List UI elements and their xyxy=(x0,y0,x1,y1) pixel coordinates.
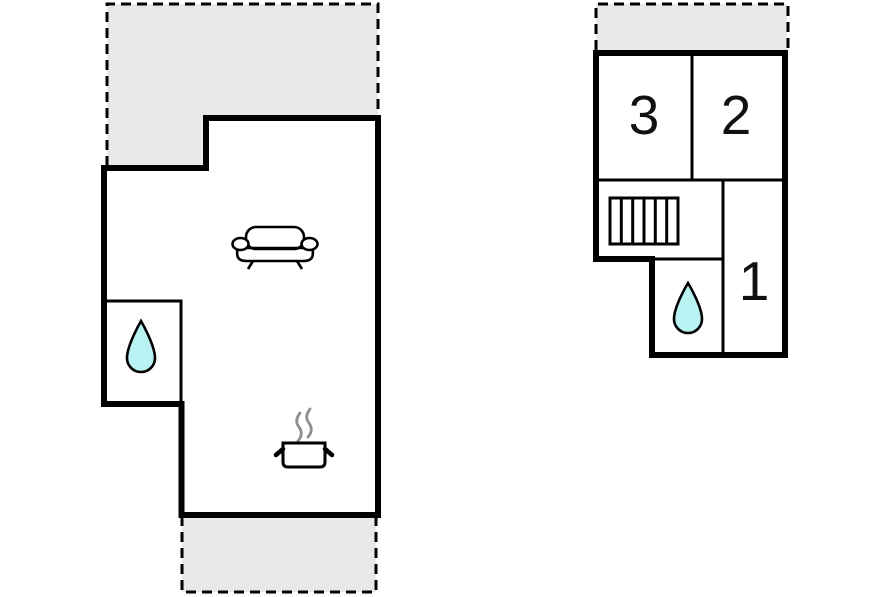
steam-icon xyxy=(295,411,303,443)
terrace-top-area xyxy=(107,4,378,165)
sofa-armrest-left xyxy=(231,236,250,252)
room-label-3: 3 xyxy=(629,84,660,146)
room-label-2: 2 xyxy=(721,84,752,146)
sofa-armrest-right xyxy=(300,236,319,252)
terrace-top-dashed-border xyxy=(105,2,380,166)
water-drop-shape xyxy=(672,280,704,335)
stairs-treads xyxy=(619,198,669,244)
sofa-icon xyxy=(231,225,319,270)
steam-icon xyxy=(305,407,313,439)
sofa-base xyxy=(235,239,315,263)
left-bathroom-interior-wall xyxy=(104,299,183,404)
pot-body xyxy=(281,441,327,469)
stairs-icon xyxy=(608,196,680,246)
terrace-bottom-dashed-border xyxy=(180,516,378,594)
room-label-1: 1 xyxy=(739,250,770,312)
left-unit-exterior-walls xyxy=(101,115,381,518)
left-unit xyxy=(101,2,381,594)
cooking-pot-icon xyxy=(273,407,335,469)
terrace-bottom-area xyxy=(182,516,376,592)
terrace-top-area xyxy=(596,4,787,50)
sofa-backrest xyxy=(244,225,306,251)
water-drop-shape xyxy=(125,318,157,374)
water-drop-icon xyxy=(125,318,157,374)
right-unit-exterior-walls xyxy=(593,50,788,358)
water-drop-icon xyxy=(672,280,704,335)
terrace-top-dashed-border xyxy=(594,2,790,50)
right-unit: 3 2 1 xyxy=(593,2,790,358)
sofa-legs xyxy=(246,260,304,270)
